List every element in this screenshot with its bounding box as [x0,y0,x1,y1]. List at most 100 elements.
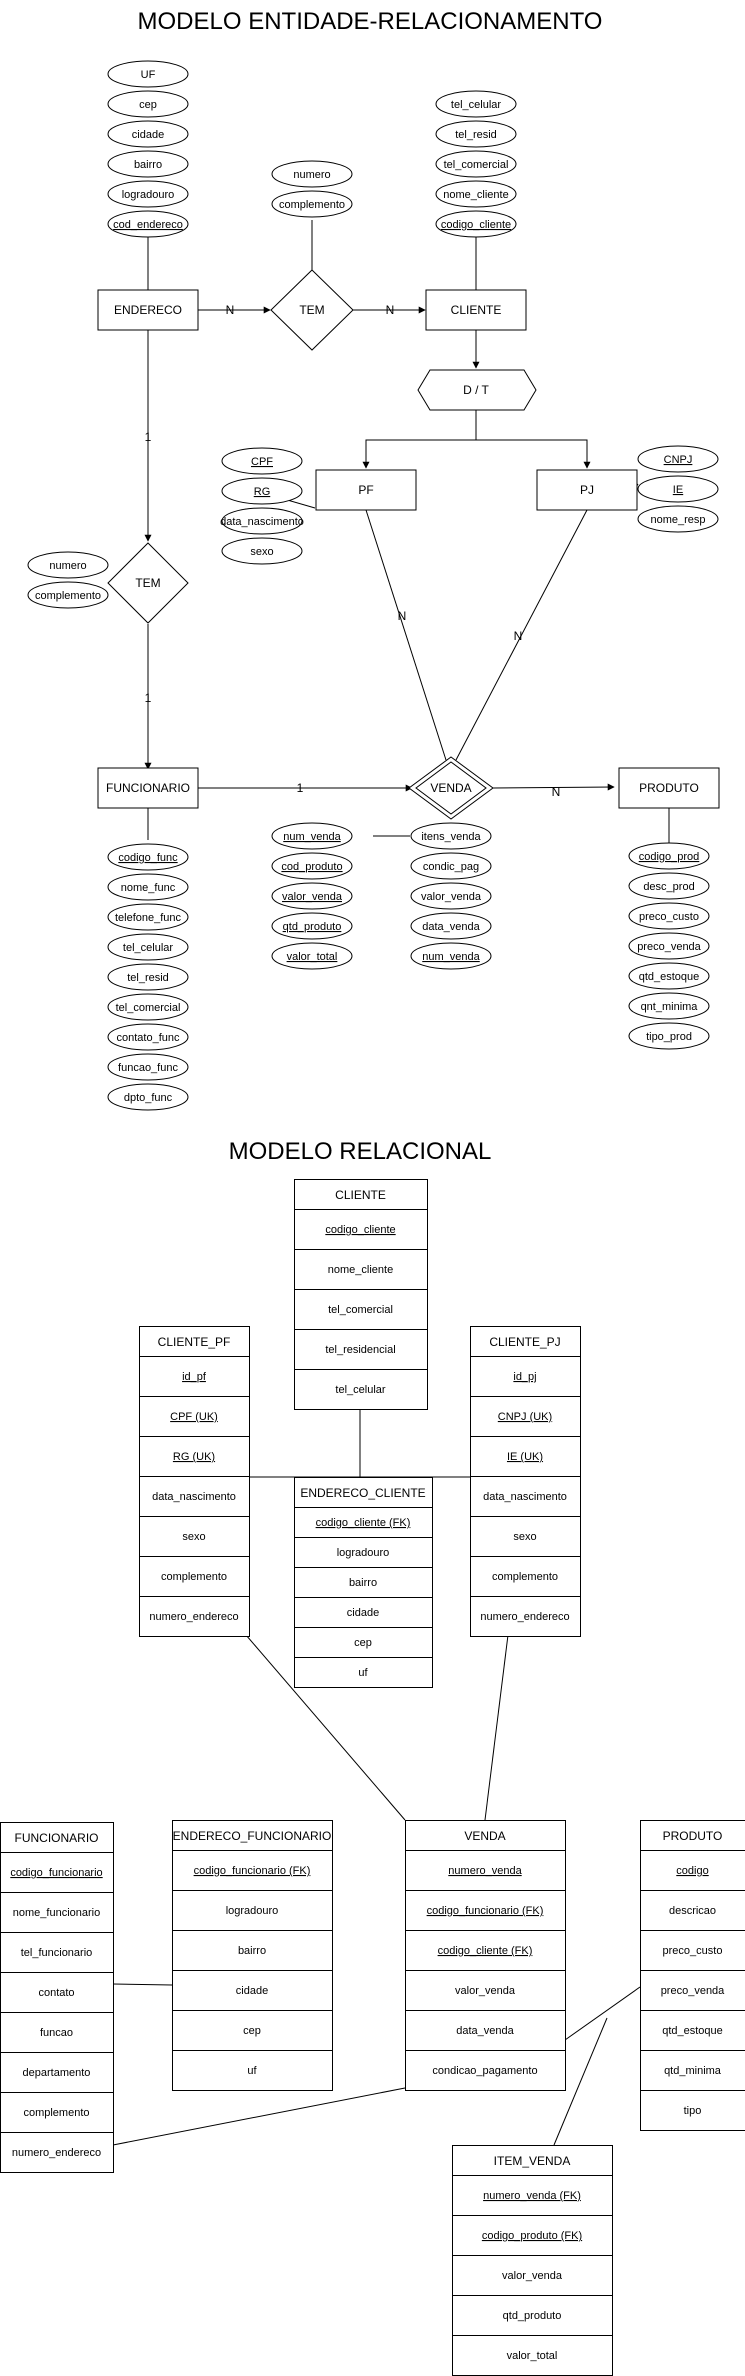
attribute-produto: qnt_minima [628,992,710,1020]
attribute-produto: desc_prod [628,872,710,900]
attribute-label: cep [139,99,157,111]
attribute-funcionario: contato_func [107,1023,189,1051]
attribute-label: tipo_prod [646,1031,692,1043]
table-row: cep [243,2025,261,2037]
card-tem2-funcionario: 1 [145,691,152,705]
entity-pf: PF [315,469,417,511]
table-row: preco_custo [663,1945,723,1957]
table-row: codigo_funcionario (FK) [427,1905,544,1917]
table-header: CLIENTE_PF [158,1335,231,1349]
attribute-label: nome_func [121,882,176,894]
table-row: codigo [676,1865,708,1877]
attribute-label: data_nascimento [220,516,304,528]
entity-produto-label: PRODUTO [639,781,699,795]
attribute-funcionario: funcao_func [107,1053,189,1081]
attribute-venda-right: valor_venda [410,882,492,910]
table-row: codigo_funcionario [10,1867,102,1879]
table-row: codigo_produto (FK) [482,2230,582,2242]
attribute-label: preco_custo [639,911,699,923]
table-row: uf [358,1667,368,1679]
table-row: CNPJ (UK) [498,1411,552,1423]
attribute-endereco: cod_endereco [107,210,189,238]
attribute-produto: preco_custo [628,902,710,930]
attribute-venda-left: valor_venda [271,882,353,910]
attribute-cliente: tel_resid [435,120,517,148]
attribute-produto: tipo_prod [628,1022,710,1050]
table-row: descricao [669,1905,716,1917]
table-row: data_venda [456,2025,514,2037]
card-pj-venda: N [514,629,523,643]
attribute-label: desc_prod [643,881,694,893]
attribute-label: qnt_minima [641,1001,699,1013]
table-row: data_nascimento [152,1491,236,1503]
table-header: ENDERECO_CLIENTE [300,1486,425,1500]
attribute-endereco: cidade [107,120,189,148]
table-row: cep [354,1637,372,1649]
attribute-label: preco_venda [637,941,701,953]
card-endereco-tem: N [226,303,235,317]
attribute-label: IE [673,484,683,496]
entity-endereco-label: ENDERECO [114,303,182,317]
attribute-endereco: logradouro [107,180,189,208]
table-header: ENDERECO_FUNCIONARIO [173,1829,332,1843]
attribute-label: tel_comercial [116,1002,181,1014]
table-row: codigo_funcionario (FK) [194,1865,311,1877]
relational-connectors [112,1409,641,2146]
attribute-endereco: cep [107,90,189,118]
attribute-label: bairro [134,159,162,171]
relationship-venda: VENDA [408,756,494,820]
attribute-venda-left: cod_produto [271,852,353,880]
table-row: funcao [40,2027,73,2039]
entity-produto: PRODUTO [618,767,720,809]
table-row: complemento [492,1571,558,1583]
table-produto: PRODUTOcodigodescricaopreco_custopreco_v… [640,1820,745,2131]
entity-pj-label: PJ [580,483,594,497]
attribute-cliente: nome_cliente [435,180,517,208]
entity-cliente-label: CLIENTE [451,303,502,317]
table-row: complemento [23,2107,89,2119]
attribute-label: codigo_func [118,852,178,864]
table-row: bairro [238,1945,266,1957]
attribute-produto: qtd_estoque [628,962,710,990]
table-row: contato [38,1987,74,1999]
table-row: numero_endereco [149,1611,238,1623]
relationship-tem-top-label: TEM [299,303,324,317]
table-row: tel_comercial [328,1304,393,1316]
attribute-label: nome_resp [650,514,705,526]
er-title: MODELO ENTIDADE-RELACIONAMENTO [138,8,603,35]
attribute-funcionario: telefone_func [107,903,189,931]
table-header: CLIENTE [335,1188,386,1202]
attribute-label: telefone_func [115,912,182,924]
attribute-produto: codigo_prod [628,842,710,870]
attribute-label: nome_cliente [443,189,508,201]
attribute-label: tel_resid [455,129,497,141]
attribute-layer: UFcepcidadebairrologradourocod_enderecon… [27,60,719,1111]
table-header: ITEM_VENDA [494,2154,571,2168]
attribute-venda-right: itens_venda [410,822,492,850]
table-row: numero_venda (FK) [483,2190,581,2202]
table-row: valor_total [507,2350,558,2362]
attribute-label: logradouro [122,189,175,201]
attribute-label: UF [141,69,156,81]
attribute-produto: preco_venda [628,932,710,960]
attribute-venda-left: qtd_produto [271,912,353,940]
table-header: VENDA [464,1829,505,1843]
attribute-label: CNPJ [664,454,693,466]
attribute-label: tel_celular [451,99,501,111]
attribute-pf: sexo [221,537,303,565]
relationship-tem-left-label: TEM [135,576,160,590]
attribute-pj: nome_resp [637,505,719,533]
attribute-pf: CPF [221,447,303,475]
attribute-tem-top: numero [271,160,353,188]
attribute-label: complemento [279,199,345,211]
entity-cliente: CLIENTE [425,289,527,331]
attribute-label: codigo_prod [639,851,700,863]
attribute-cliente: codigo_cliente [435,210,517,238]
table-row: qtd_estoque [662,2025,723,2037]
er-connectors [112,220,670,845]
attribute-label: num_venda [422,951,480,963]
attribute-pf: data_nascimento [220,507,304,535]
